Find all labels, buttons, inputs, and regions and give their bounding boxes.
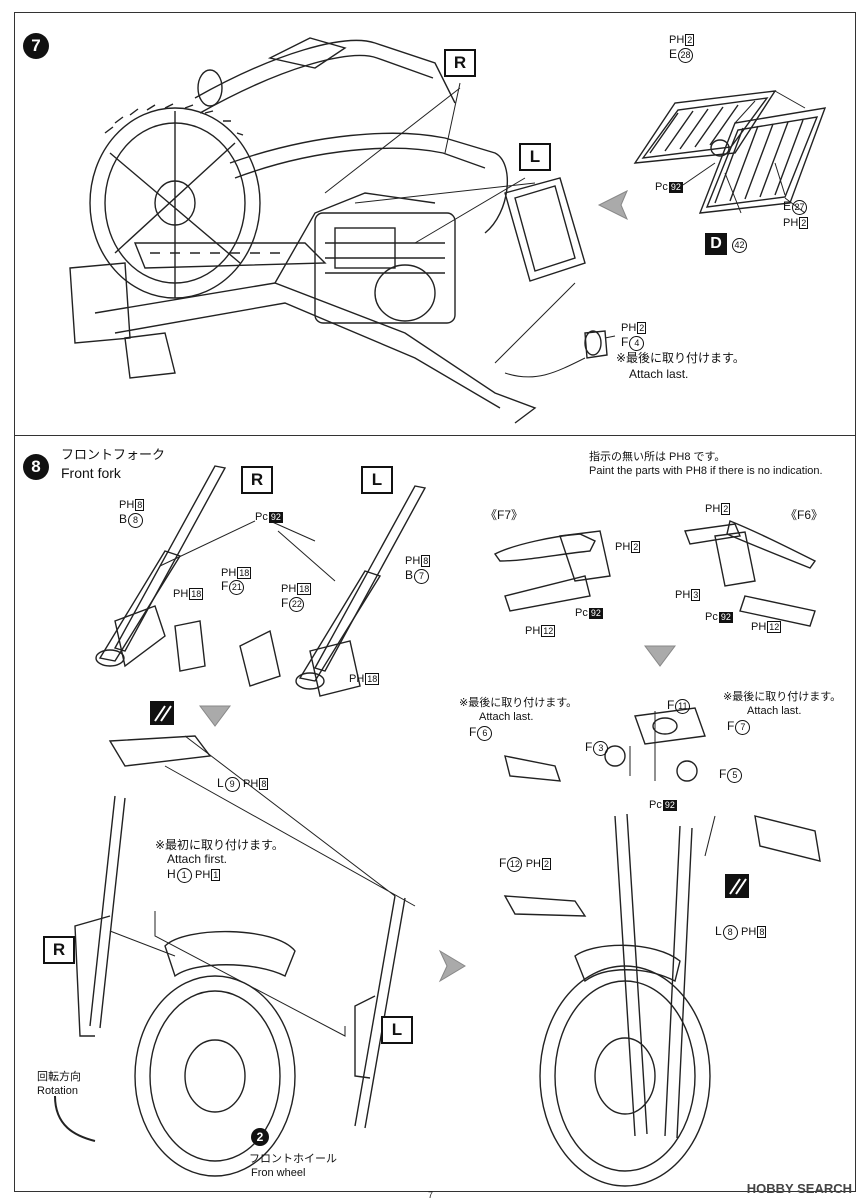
grip-right-tag: 《F6》 [785,508,824,522]
watermark: HOBBY SEARCH [746,1181,852,1196]
side-l-box-bottom: L [381,1016,413,1044]
side-l-box-top: L [361,466,393,494]
side-r-box-bottom: R [43,936,75,964]
handle-right-note-jp: ※最後に取り付けます。 [723,691,842,703]
side-l-box: L [519,143,551,171]
step-8-illustration [54,465,821,1187]
grip-left-tag: 《F7》 [485,508,524,522]
step-number: 8 [23,454,49,480]
wheel-label-jp: フロントホイール [249,1153,337,1165]
handle-left-note-en: Attach last. [479,711,534,723]
wheel-label-en: Fron wheel [251,1167,306,1179]
step-title-jp: フロントフォーク [61,447,166,462]
rotation-jp: 回転方向 [37,1071,81,1083]
fender-note-en: Attach first. [167,852,228,866]
fender-note-jp: ※最初に取り付けます。 [155,838,284,852]
step-7-panel: 7 [14,12,856,436]
bell-note-jp: ※最後に取り付けます。 [616,351,745,365]
side-r-box: R [444,49,476,77]
paint-note-en: Paint the parts with PH8 if there is no … [589,465,823,477]
bell-note-en: Attach last. [629,367,689,381]
cap-part: 42 [731,237,747,253]
side-r-box-top: R [241,466,273,494]
step-title-en: Front fork [61,465,121,481]
cap-d-box: D [705,233,727,255]
wheel-step-number: 2 [251,1128,269,1146]
handle-right-note-en: Attach last. [747,705,802,717]
handle-left-note-jp: ※最後に取り付けます。 [459,697,578,709]
step-7-illustration [69,37,827,424]
page-number: 7 [428,1190,434,1200]
step-number: 7 [23,33,49,59]
step-8-panel: 8 フロントフォーク Front fork [14,435,856,1192]
paint-note-jp: 指示の無い所は PH8 です。 [589,451,726,463]
rotation-en: Rotation [37,1085,78,1097]
